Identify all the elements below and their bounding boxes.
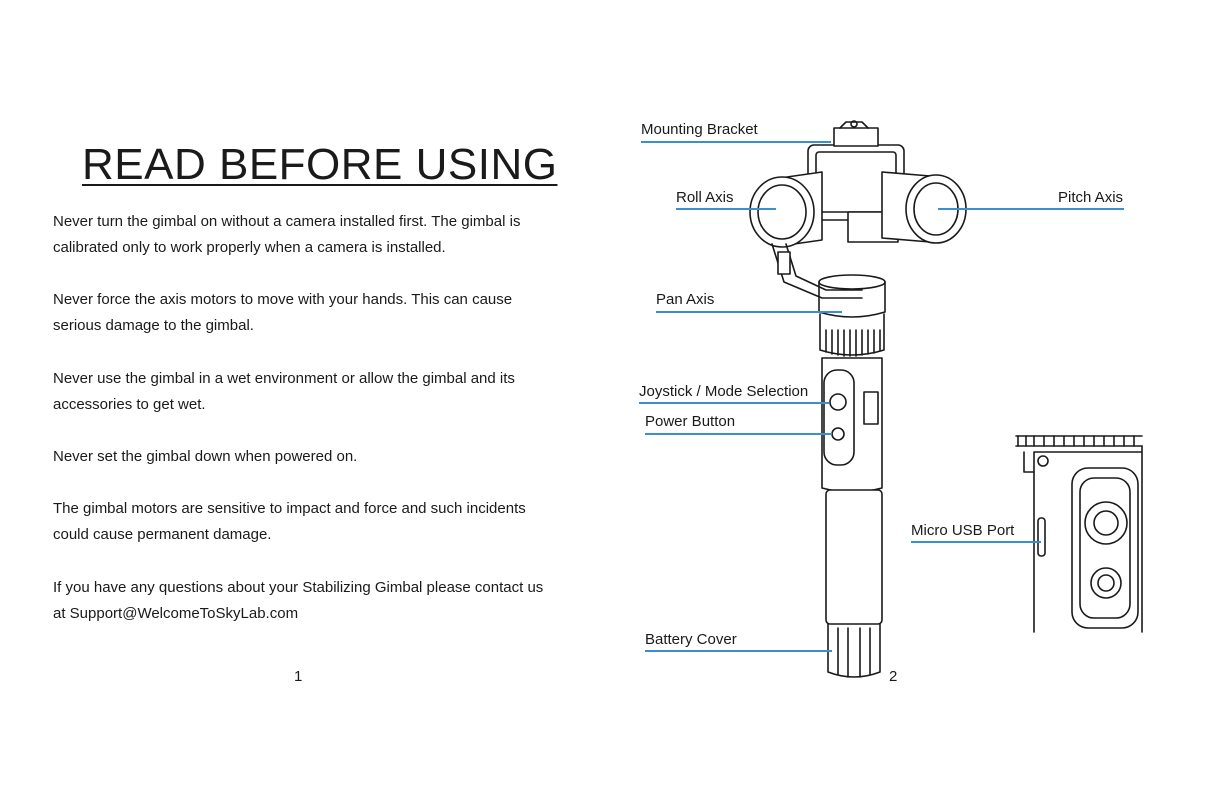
pan-axis-motor-drawing (818, 274, 886, 357)
callout-line-battery-cover (645, 650, 832, 652)
callout-pan-axis: Pan Axis (656, 291, 715, 308)
rule-contact-support: If you have any questions about your Sta… (53, 579, 544, 622)
battery-tube-drawing (825, 489, 883, 678)
left-page: READ BEFORE USING Never turn the gimbal … (53, 140, 558, 685)
callout-micro-usb-port: Micro USB Port (911, 522, 1015, 539)
handle-drawing (821, 357, 883, 493)
callout-roll-axis: Roll Axis (676, 189, 734, 206)
right-page: Mounting Bracket Roll Axis Pitch Axis Pa… (612, 0, 1224, 792)
callout-line-mounting-bracket (641, 141, 831, 143)
callout-line-power-button (645, 433, 832, 435)
callout-line-pitch-axis (938, 208, 1124, 210)
pitch-axis-motor-drawing (881, 171, 967, 244)
callout-pitch-axis: Pitch Axis (1058, 189, 1124, 206)
callout-mounting-bracket: Mounting Bracket (641, 121, 758, 138)
gimbal-arm-drawing (771, 243, 863, 299)
callout-line-joystick (639, 402, 829, 404)
page-number-left: 1 (294, 668, 303, 685)
page-number-right: 2 (889, 668, 898, 685)
rule-camera-first: Never turn the gimbal on without a camer… (53, 213, 521, 256)
rule-no-set-down: Never set the gimbal down when powered o… (53, 448, 358, 465)
callout-line-micro-usb (911, 541, 1041, 543)
rule-keep-dry: Never use the gimbal in a wet environmen… (53, 370, 515, 413)
gimbal-diagram (749, 120, 1143, 678)
micro-usb-detail-drawing (1015, 435, 1143, 633)
callout-joystick-mode-selection: Joystick / Mode Selection (639, 383, 809, 400)
rule-impact-sensitive: The gimbal motors are sensitive to impac… (53, 500, 526, 543)
roll-axis-motor-drawing (749, 171, 823, 248)
callout-line-roll-axis (676, 208, 776, 210)
callout-battery-cover: Battery Cover (645, 631, 737, 648)
callout-line-pan-axis (656, 311, 842, 313)
callout-power-button: Power Button (645, 413, 736, 430)
page-title: READ BEFORE USING (82, 140, 558, 189)
rule-no-forcing-axis: Never force the axis motors to move with… (53, 291, 513, 334)
